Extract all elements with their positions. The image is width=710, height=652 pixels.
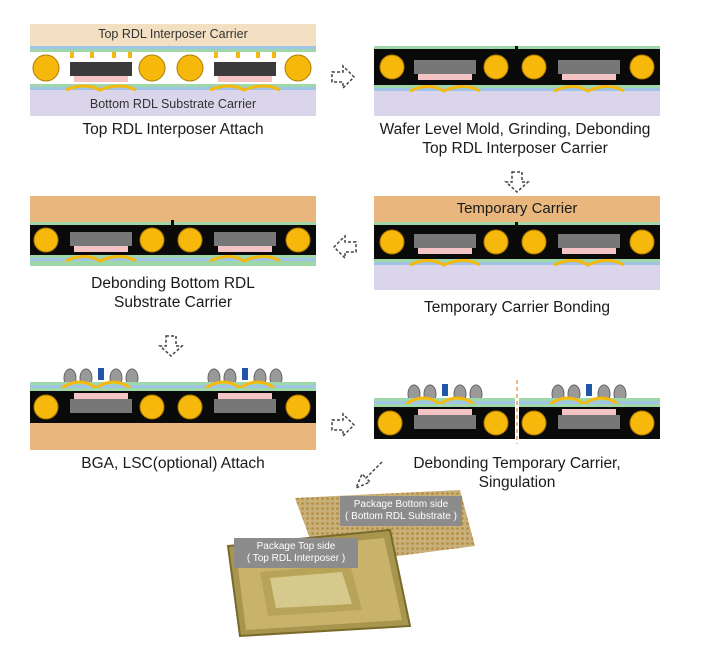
temporary-carrier-label: Temporary Carrier: [456, 200, 578, 217]
step2-caption: Wafer Level Mold, Grinding, Debonding To…: [379, 121, 651, 157]
step4-cross-section: [30, 196, 316, 266]
package-photo: Package Bottom side ( Bottom RDL Substra…: [200, 486, 490, 642]
step2-diagram: [374, 46, 660, 116]
step4-caption: Debonding Bottom RDL Substrate Carrier: [91, 275, 255, 311]
step4-diagram: [30, 196, 316, 266]
step6-caption: Debonding Temporary Carrier, Singulation: [413, 455, 621, 491]
step3-caption: Temporary Carrier Bonding: [423, 299, 611, 316]
arrow-diagonal-icon: [354, 461, 383, 490]
arrow-left-icon: [332, 234, 357, 260]
step1-diagram: Top RDL Interposer Carrier Bottom RDL Su…: [30, 24, 316, 116]
top-rdl-interposer-carrier-label: Top RDL Interposer Carrier: [98, 27, 248, 41]
package-top-side-label: Package Top side ( Top RDL Interposer ): [234, 538, 358, 568]
step6-cross-section: [374, 380, 660, 444]
arrow-down-icon: [158, 335, 184, 358]
arrow-down-icon: [504, 171, 530, 194]
step3-cross-section: [374, 196, 660, 290]
bottom-rdl-substrate-carrier-label: Bottom RDL Substrate Carrier: [89, 97, 257, 111]
step1-caption: Top RDL Interposer Attach: [82, 121, 264, 138]
step5-diagram: [30, 364, 316, 450]
step1-cross-section: [30, 24, 316, 116]
arrow-right-icon: [331, 64, 356, 90]
step3-diagram: Temporary Carrier: [374, 196, 660, 290]
step6-diagram: [374, 380, 660, 444]
step5-cross-section: [30, 368, 316, 450]
arrow-right-icon: [331, 412, 356, 438]
step5-caption: BGA, LSC(optional) Attach: [81, 455, 265, 472]
package-bottom-side-label: Package Bottom side ( Bottom RDL Substra…: [340, 496, 462, 526]
step2-cross-section: [374, 46, 660, 116]
